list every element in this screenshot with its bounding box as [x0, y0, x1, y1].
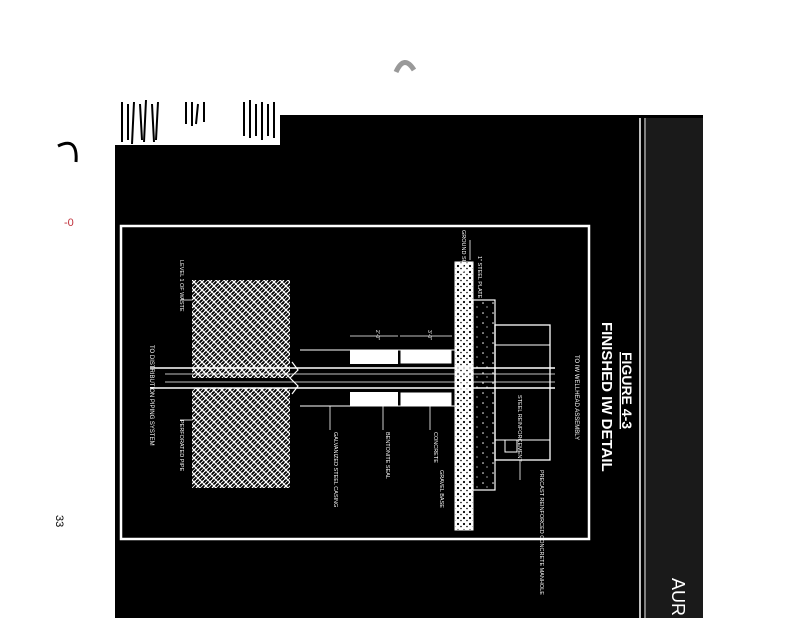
concrete-fill-upper	[399, 349, 453, 365]
label-ground-surface: GROUND SURFACE	[460, 230, 466, 282]
drawing-frame	[119, 224, 591, 541]
staple-mark	[393, 60, 417, 74]
red-mark: -0	[64, 217, 74, 229]
waste-zone-lower	[192, 388, 290, 488]
bentonite-seal-upper	[350, 350, 398, 364]
label-ground-level: LEVEL 1 OF WASTE	[178, 260, 184, 312]
label-galvanized-casing: GALVANIZED STEEL CASING	[332, 432, 338, 507]
manhole	[494, 324, 551, 461]
pipe-break-symbol	[289, 361, 299, 395]
concrete-fill-lower	[399, 391, 453, 407]
figure-number: FIGURE 4-3	[619, 352, 635, 429]
handwriting-stamp	[121, 99, 275, 145]
label-steel-plate: 1" STEEL PLATE	[476, 256, 482, 299]
label-reinforced-concrete: PRECAST REINFORCED CONCRETE MANHOLE	[538, 470, 544, 595]
label-bentonite-seal: BENTONITE SEAL	[384, 432, 390, 479]
figure-title: FINISHED IW DETAIL	[598, 322, 615, 472]
reinforcement-box	[504, 439, 518, 453]
label-gravel: GRAVEL BASE	[438, 470, 444, 508]
concrete-pad	[472, 299, 496, 491]
label-to-distribution: TO DISTRIBUTION PIPING SYSTEM	[148, 345, 154, 446]
dimension-b: 3'-0"	[426, 330, 432, 340]
page-number: 33	[53, 515, 65, 527]
gravel-base	[454, 261, 474, 531]
label-steel-reinforcement: STEEL REINFORCEMENT	[516, 395, 522, 462]
waste-zone-upper	[192, 280, 290, 378]
bentonite-seal-lower	[350, 392, 398, 406]
label-concrete: CONCRETE	[432, 432, 438, 463]
margin-strip	[646, 118, 703, 618]
punch-hole-arc	[57, 141, 78, 163]
dimension-a: 2'-0"	[374, 330, 380, 340]
logo-fragment: AUR	[668, 578, 688, 616]
label-to-wellhead: TO IW WELLHEAD ASSEMBLY	[573, 355, 579, 440]
label-perforated-pipe: PERFORATED PIPE	[178, 420, 184, 472]
